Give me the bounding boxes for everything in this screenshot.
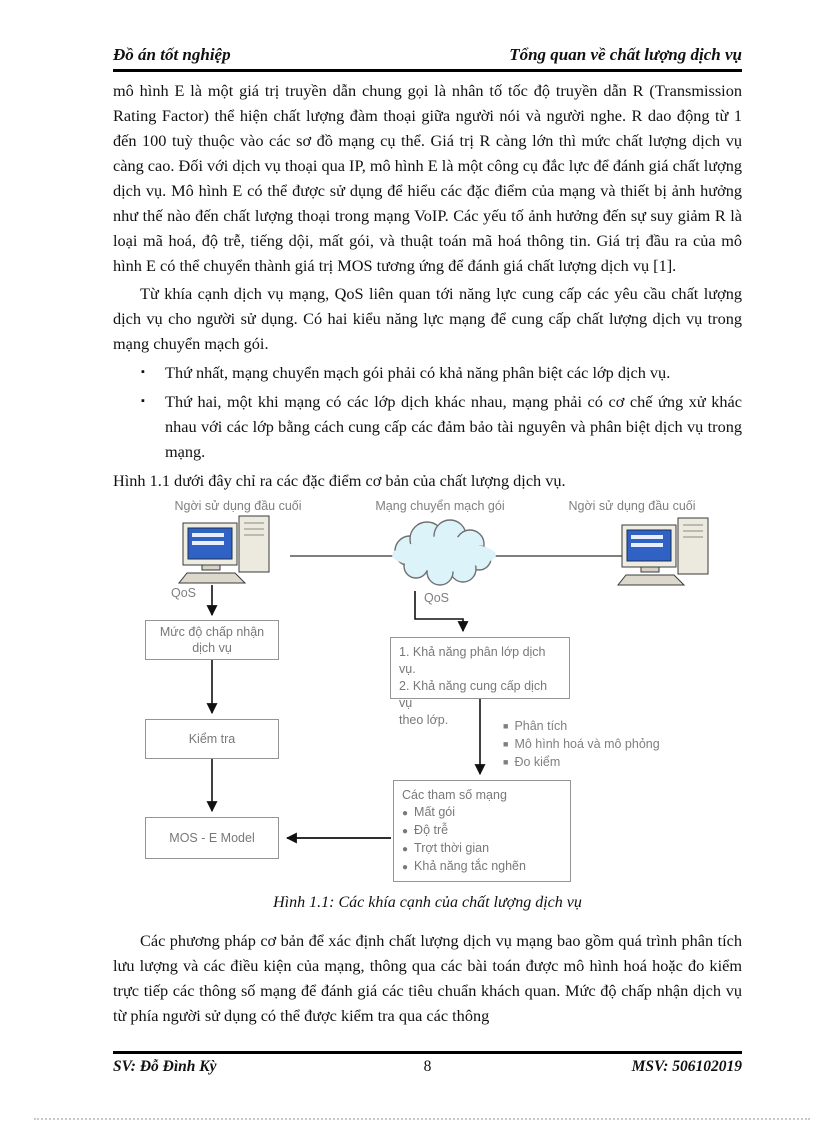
- capability-line: 2. Khả năng cung cấp dịch vụ: [399, 679, 548, 710]
- header-left-title: Đồ án tốt nghiệp: [113, 45, 231, 64]
- qos-diagram: Ngời sử dụng đầu cuối Mạng chuyển mạch g…: [113, 499, 742, 887]
- paragraph-4: Các phương pháp cơ bản để xác định chất …: [113, 931, 742, 1025]
- left-computer-icon: [177, 515, 270, 584]
- method-item: ■ Đo kiểm: [503, 754, 660, 772]
- label-end-user-right: Ngời sử dụng đầu cuối: [568, 499, 696, 513]
- label-packet-network: Mạng chuyển mạch gói: [375, 499, 505, 513]
- page-header: Đồ án tốt nghiệp Tổng quan về chất lượng…: [113, 0, 742, 72]
- square-bullet-icon: ■: [503, 757, 509, 767]
- method-item: ■ Mô hình hoá và mô phỏng: [503, 736, 660, 754]
- box-network-capabilities: 1. Khả năng phân lớp dịch vụ. 2. Khả năn…: [390, 637, 570, 727]
- bullet-square-icon: ▪: [141, 395, 145, 407]
- footer-msv: MSV: 506102019: [631, 1058, 743, 1075]
- param-item: ● Trợt thời gian: [402, 840, 562, 858]
- figure-caption: Hình 1.1: Các khía cạnh của chất lượng d…: [273, 894, 582, 911]
- dot-bullet-icon: ●: [402, 844, 409, 855]
- box-test: Kiểm tra: [145, 719, 279, 759]
- method-label: Mô hình hoá và mô phỏng: [514, 737, 660, 751]
- square-bullet-icon: ■: [503, 721, 509, 731]
- param-item: ● Khả năng tắc nghẽn: [402, 858, 562, 876]
- page-footer: SV: Đỗ Đình Kỳ 8 MSV: 506102019: [113, 1051, 742, 1076]
- param-label: Mất gói: [414, 805, 456, 819]
- dot-bullet-icon: ●: [402, 826, 409, 837]
- capability-line: theo lớp.: [399, 713, 449, 727]
- bullet-text: Thứ nhất, mạng chuyển mạch gói phải có k…: [165, 363, 671, 382]
- param-label: Khả năng tắc nghẽn: [414, 859, 526, 873]
- bullet-text: Thứ hai, một khi mạng có các lớp dịch kh…: [165, 392, 742, 461]
- cloud-icon: [392, 519, 496, 586]
- dot-bullet-icon: ●: [402, 862, 409, 873]
- params-title: Các tham số mạng: [402, 788, 507, 802]
- footer-student: SV: Đỗ Đình Kỳ: [113, 1058, 217, 1075]
- bullet-square-icon: ▪: [141, 366, 145, 378]
- dot-bullet-icon: ●: [402, 808, 409, 819]
- box-network-parameters: Các tham số mạng ● Mất gói ● Độ trễ ● Trợt …: [393, 780, 571, 882]
- paragraph-2: Từ khía cạnh dịch vụ mạng, QoS liên quan…: [113, 284, 742, 353]
- square-bullet-icon: ■: [503, 739, 509, 749]
- param-item: ● Mất gói: [402, 804, 562, 822]
- bullet-item-1: ▪ Thứ nhất, mạng chuyển mạch gói phải có…: [113, 360, 742, 385]
- qos-label-left: QoS: [171, 586, 197, 600]
- paragraph-3: Hình 1.1 dưới đây chỉ ra các đặc điểm cơ…: [113, 471, 566, 490]
- param-label: Trợt thời gian: [414, 841, 490, 855]
- method-label: Đo kiểm: [514, 755, 561, 769]
- box-service-acceptance: Mức độ chấp nhận dịch vụ: [145, 620, 279, 660]
- param-item: ● Độ trễ: [402, 822, 562, 840]
- paragraph-1: mô hình E là một giá trị truyền dẫn chun…: [113, 81, 742, 275]
- capability-line: 1. Khả năng phân lớp dịch vụ.: [399, 645, 546, 676]
- methods-list: ■ Phân tích ■ Mô hình hoá và mô phỏng ■ Đo …: [503, 718, 660, 772]
- bullet-item-2: ▪ Thứ hai, một khi mạng có các lớp dịch …: [113, 389, 742, 464]
- qos-label-right: QoS: [424, 591, 450, 605]
- method-label: Phân tích: [514, 719, 568, 733]
- footer-page-number: 8: [423, 1058, 432, 1075]
- page-body: mô hình E là một giá trị truyền dẫn chun…: [113, 78, 742, 1028]
- label-end-user-left: Ngời sử dụng đầu cuối: [174, 499, 302, 513]
- box-mos-e-model: MOS - E Model: [145, 817, 279, 859]
- method-item: ■ Phân tích: [503, 718, 660, 736]
- header-right-title: Tổng quan về chất lượng dịch vụ: [509, 45, 742, 64]
- right-computer-icon: [616, 517, 709, 586]
- diagram-connectors: [206, 519, 625, 844]
- param-label: Độ trễ: [414, 823, 449, 837]
- bottom-dotted-divider: [34, 1118, 810, 1120]
